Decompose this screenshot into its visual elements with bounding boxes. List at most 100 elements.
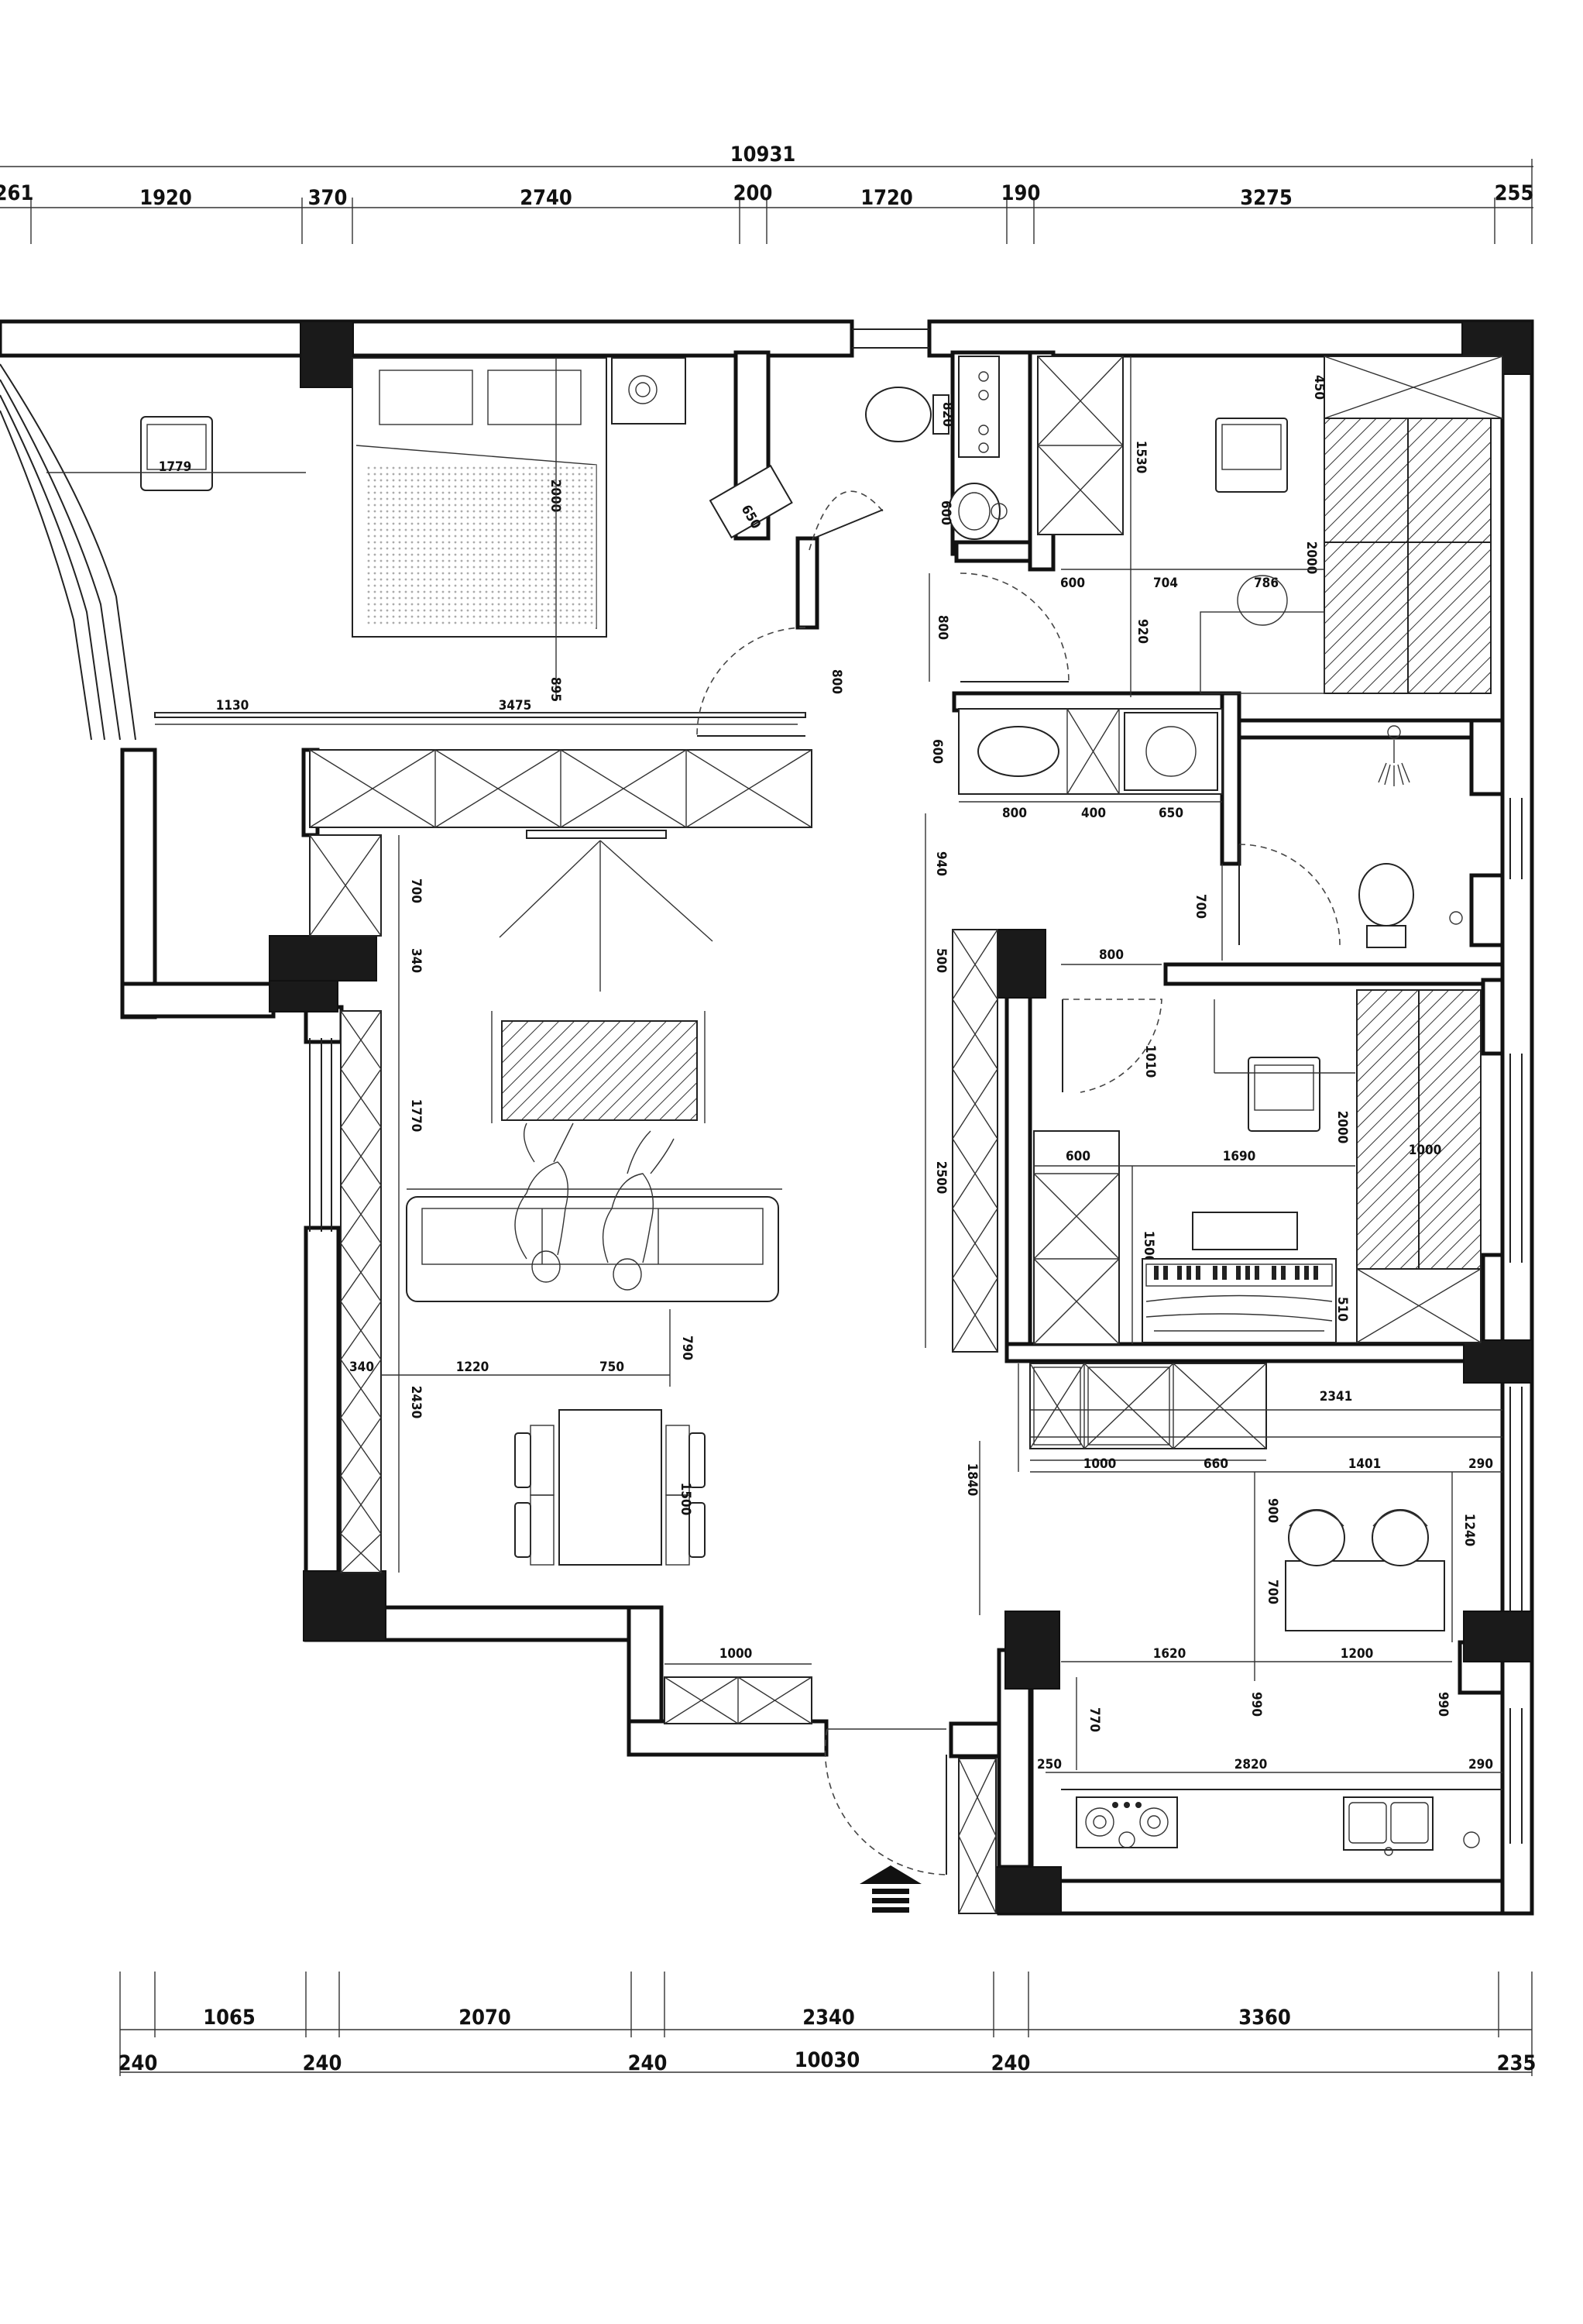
dim-top-1: 261	[0, 181, 33, 205]
entry: 1000	[664, 1646, 997, 1914]
dim-dining-2430: 2430	[408, 1386, 424, 1419]
dim-corr-2500: 2500	[933, 1161, 949, 1195]
study-room: 800 1010 2000 1000 510 600 1690 1500	[1033, 947, 1482, 1345]
dim-bottom-upper-4: 3360	[1238, 2006, 1291, 2030]
sink-master-bath	[948, 483, 1001, 540]
kitchen-sink-icon	[1343, 1796, 1434, 1856]
washing-machine	[1124, 712, 1218, 791]
bar-stool-right	[1372, 1509, 1429, 1566]
dim-living-340: 340	[408, 948, 424, 973]
dim-dining-340: 340	[349, 1360, 374, 1375]
dim-kitchen-990a: 990	[1248, 1692, 1264, 1717]
dim-study-door: 1010	[1142, 1045, 1158, 1078]
dim-br2-704: 704	[1153, 576, 1178, 591]
wc-door-swing	[1238, 844, 1341, 946]
dim-dining-1220: 1220	[456, 1360, 489, 1375]
dim-top-7: 190	[1001, 181, 1041, 205]
dim-kitchen-290a: 290	[1468, 1456, 1493, 1472]
shower-head-icon	[1387, 725, 1401, 739]
dim-kitchen-250: 250	[1037, 1757, 1062, 1772]
dim-study-800: 800	[1099, 947, 1124, 963]
dim-bedroom-left-offset: 1130	[216, 698, 249, 713]
dim-vanity-650: 650	[1159, 806, 1183, 821]
dim-top-3: 370	[308, 186, 348, 210]
living-room: 700 340 1770	[309, 830, 782, 1573]
dim-bed-length: 2000	[548, 480, 563, 513]
gas-stove-icon	[1076, 1796, 1178, 1848]
dim-living-700: 700	[408, 878, 424, 903]
kitchen: 2341 1000 660 1401 290 1840 900 700 1240…	[964, 1363, 1502, 1856]
dim-kitchen-2341: 2341	[1320, 1389, 1353, 1404]
dim-dining-790: 790	[679, 1336, 695, 1360]
corridor-cabinet	[952, 929, 998, 1353]
vanity-laundry-area: 600 800 400 650	[929, 708, 1223, 821]
bar-stool-left	[1288, 1509, 1345, 1566]
dim-br2-desk: 1530	[1133, 441, 1149, 474]
dim-dining-1500: 1500	[678, 1483, 693, 1516]
dim-top-9: 255	[1495, 181, 1534, 205]
dim-bottom-upper-1: 1065	[203, 2006, 256, 2030]
tv-unit	[526, 830, 667, 839]
bedroom-door-swing	[696, 627, 806, 737]
second-bathroom: 700	[1193, 725, 1463, 961]
dim-kitchen-990b: 990	[1435, 1692, 1451, 1717]
kitchen-island	[1285, 1560, 1445, 1631]
dim-bottom-lower-total: 10030	[795, 2048, 860, 2072]
dim-balcony-width: 1779	[159, 459, 192, 475]
dim-bottom-lower-1: 240	[118, 2051, 158, 2075]
toilet-master-bath	[865, 387, 932, 442]
kitchen-upper-cabinets	[1029, 1363, 1267, 1449]
dim-dining-750: 750	[599, 1360, 624, 1375]
dim-bath-toilet-gap: 820	[939, 402, 955, 427]
dim-vanity-400: 400	[1081, 806, 1106, 821]
dim-study-1690: 1690	[1223, 1149, 1256, 1164]
dim-study-510: 510	[1334, 1297, 1350, 1322]
second-bedroom: 450 1200 2000 1530 600 704 786 920 800	[929, 356, 1503, 697]
dim-kitchen-1840: 1840	[964, 1463, 980, 1497]
dim-bedroom-width: 3475	[499, 698, 532, 713]
dim-bottom-upper-2: 2070	[458, 2006, 511, 2030]
br2-chair	[1215, 418, 1288, 493]
top-dimension-chain: 10931 261 1920 370 2740 200 1720 190 327…	[0, 143, 1533, 244]
bottom-dimension-chain: 1065 2070 2340 3360 240 240 240 10030 24…	[118, 1972, 1536, 2076]
nightstand	[611, 357, 686, 425]
dim-study-1000: 1000	[1409, 1143, 1442, 1158]
dim-kitchen-1000: 1000	[1083, 1456, 1117, 1472]
entrance-door-swing	[824, 1728, 947, 1875]
dim-br2-786: 786	[1254, 576, 1279, 591]
dim-br2-600: 600	[1060, 576, 1085, 591]
dim-top-4: 2740	[520, 186, 572, 210]
dim-br2-920: 920	[1135, 619, 1150, 644]
dim-bottom-lower-4: 240	[991, 2051, 1031, 2075]
dim-bedroom-door: 800	[829, 669, 844, 694]
dim-study-2000: 2000	[1334, 1111, 1350, 1144]
dim-kitchen-1200: 1200	[1341, 1646, 1374, 1662]
sofa	[406, 1196, 779, 1302]
br2-door-swing	[960, 572, 1070, 682]
dim-kitchen-1240: 1240	[1461, 1514, 1477, 1547]
dim-study-1500: 1500	[1141, 1231, 1156, 1264]
corridor: 940 500 2500	[925, 813, 998, 1353]
dim-br2-top: 450	[1311, 375, 1327, 400]
coffee-table	[501, 1020, 698, 1121]
dim-kitchen-290b: 290	[1468, 1757, 1493, 1772]
study-chair	[1248, 1057, 1320, 1132]
dim-top-5: 200	[733, 181, 773, 205]
dim-corr-500: 500	[933, 948, 949, 973]
dim-kitchen-1401: 1401	[1348, 1456, 1382, 1472]
dining-area: 340 2430 1220 750 790 1500	[349, 1309, 706, 1566]
structural-columns	[269, 321, 1533, 1914]
bath-door-swing	[809, 490, 884, 551]
dim-corr-940: 940	[933, 851, 949, 876]
bath-counter	[958, 356, 1000, 458]
dim-living-1770: 1770	[408, 1099, 424, 1133]
study-door-swing	[1063, 999, 1162, 1093]
dim-bottom-upper-3: 2340	[802, 2006, 855, 2030]
balcony-chair	[140, 416, 213, 491]
dim-kitchen-2820: 2820	[1234, 1757, 1268, 1772]
dim-entry-1000: 1000	[719, 1646, 753, 1662]
dim-kitchen-900: 900	[1265, 1498, 1280, 1523]
dining-table	[558, 1409, 662, 1566]
